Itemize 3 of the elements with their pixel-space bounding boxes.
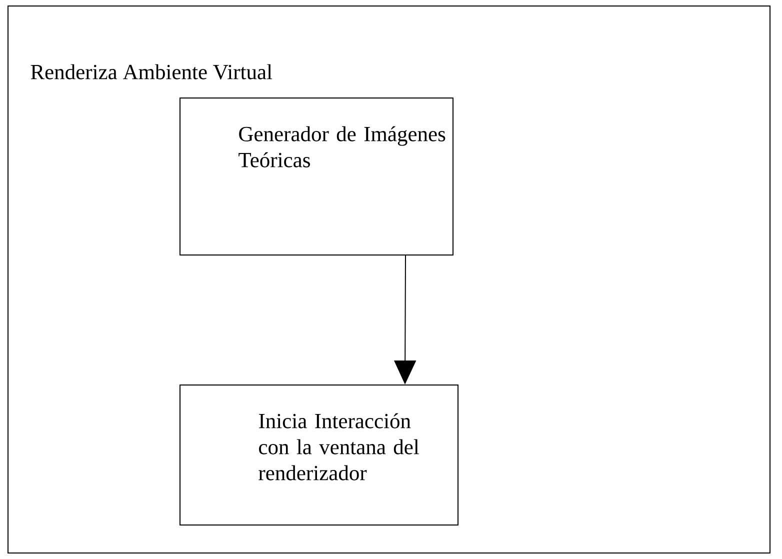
process-box: Generador de Imágenes Teóricas (180, 98, 454, 256)
panel-heading: Renderiza Ambiente Virtual (30, 64, 272, 80)
process-box: Inicia Interacción con la ventana del renderizador (180, 384, 458, 526)
